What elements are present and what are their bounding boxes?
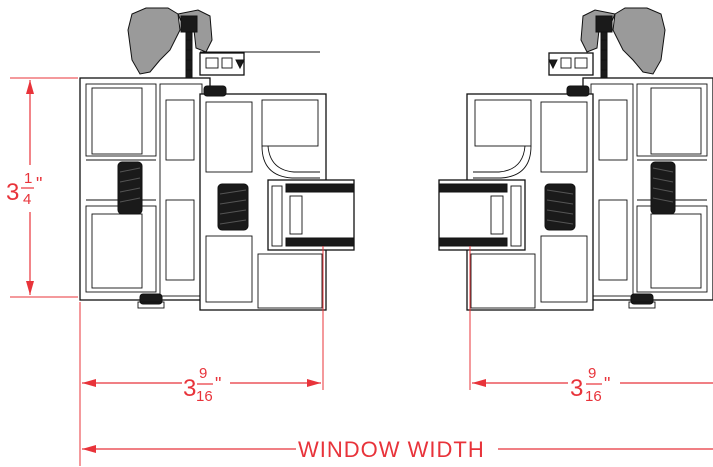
right-depth-whole: 3 (570, 375, 583, 402)
height-unit: " (36, 174, 42, 194)
height-dimension: 3 1 4 " (6, 77, 78, 298)
window-width-dimension: WINDOW WIDTH (82, 437, 713, 462)
height-den: 4 (23, 191, 31, 208)
right-depth-num: 9 (588, 365, 596, 382)
left-depth-whole: 3 (183, 375, 196, 402)
left-sash-gasket (217, 183, 249, 231)
window-width-label: WINDOW WIDTH (298, 437, 485, 462)
height-whole: 3 (6, 179, 19, 206)
left-jamb-section (79, 7, 355, 311)
left-depth-unit: " (215, 374, 221, 394)
left-frame-outer (79, 77, 211, 301)
left-depth-dimension: 3 9 16 " (79, 246, 324, 466)
left-depth-den: 16 (196, 388, 213, 405)
right-depth-den: 16 (585, 388, 602, 405)
left-anchor-bracket (127, 7, 181, 75)
left-anchor-screw (180, 15, 198, 33)
right-depth-dimension: 3 9 16 " (469, 246, 713, 405)
height-num: 1 (24, 170, 32, 187)
left-depth-num: 9 (199, 365, 207, 382)
right-jamb-section (438, 7, 713, 311)
right-depth-unit: " (604, 374, 610, 394)
